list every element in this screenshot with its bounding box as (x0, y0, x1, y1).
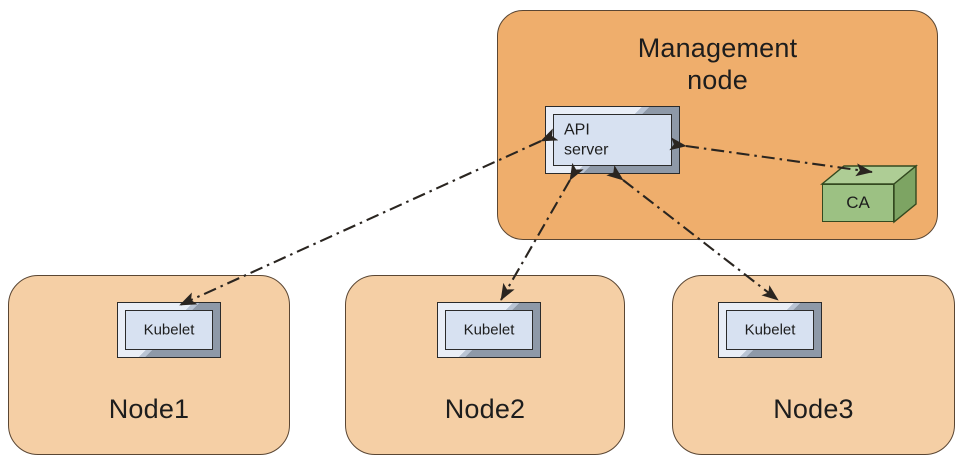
worker-node-2-title: Node2 (444, 394, 526, 424)
management-node-title-line2: node (687, 64, 748, 95)
node2-kubelet-box-inner: Kubelet (445, 310, 533, 350)
ca-box[interactable]: CA (820, 164, 918, 224)
management-node-title-line1: Management (637, 33, 798, 63)
node1-kubelet-label: Kubelet (143, 321, 195, 339)
api-server-box[interactable]: API server (545, 106, 680, 174)
node3-kubelet-label: Kubelet (744, 321, 796, 339)
ca-box-front-face (822, 184, 894, 222)
node1-kubelet-box-inner: Kubelet (125, 310, 213, 350)
api-server-box-inner: API server (553, 114, 672, 166)
ca-label: CA (846, 193, 870, 212)
api-server-label: API server (564, 120, 608, 159)
api-server-label-line1: API (564, 121, 590, 139)
worker-node-3-title: Node3 (773, 394, 854, 424)
node3-kubelet-box-inner: Kubelet (726, 310, 814, 350)
node2-kubelet-label: Kubelet (463, 321, 515, 339)
node3-kubelet-box[interactable]: Kubelet (718, 302, 822, 358)
node1-kubelet-box[interactable]: Kubelet (117, 302, 221, 358)
worker-node-1-title: Node1 (108, 394, 190, 424)
node2-kubelet-box[interactable]: Kubelet (437, 302, 541, 358)
api-server-label-line2: server (564, 141, 609, 158)
